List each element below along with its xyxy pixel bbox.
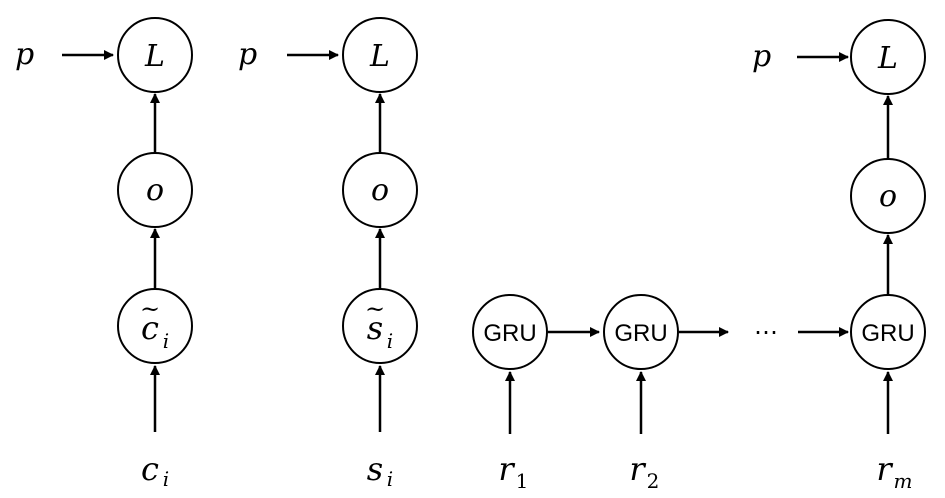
- input-sub-r2: 2: [647, 469, 660, 493]
- loss-node-left: [117, 17, 193, 93]
- loss-node-right: [850, 19, 926, 95]
- input-sub-left: i: [163, 467, 169, 491]
- output-label-left: o: [146, 173, 164, 208]
- hidden-label-left: c: [141, 309, 159, 347]
- output-label-middle: o: [371, 173, 389, 208]
- hidden-node-left: [117, 288, 193, 364]
- loss-node-middle: [342, 17, 418, 93]
- hidden-sub-left: i: [163, 329, 169, 353]
- gru-label-2: GRU: [614, 320, 667, 347]
- output-node-left: [117, 152, 193, 228]
- input-sub-middle: i: [387, 467, 393, 491]
- loss-label-middle: L: [369, 39, 390, 74]
- hidden-sub-middle: i: [387, 329, 393, 353]
- input-label-r2: r: [629, 450, 646, 488]
- hidden-tilde-middle: ~: [365, 295, 385, 323]
- hidden-node-middle: [342, 288, 418, 364]
- loss-label-left: L: [144, 39, 165, 74]
- hidden-label-middle: s: [367, 309, 383, 347]
- p-label-left: p: [15, 37, 34, 72]
- gru-chain: GRU GRU ⋯ GRU o L p r 1 r 2 r m: [472, 19, 926, 493]
- gru-label-m: GRU: [861, 320, 914, 347]
- gru-node-1: [472, 294, 548, 370]
- p-label-right: p: [752, 39, 771, 74]
- input-label-middle: s: [367, 450, 383, 488]
- gru-node-2: [603, 294, 679, 370]
- input-label-rm: r: [876, 450, 893, 488]
- gru-label-1: GRU: [483, 320, 536, 347]
- loss-label-right: L: [877, 41, 898, 76]
- output-label-right: o: [879, 179, 897, 214]
- hidden-tilde-left: ~: [140, 295, 160, 323]
- input-label-r1: r: [498, 450, 515, 488]
- input-label-left: c: [141, 450, 159, 488]
- output-node-middle: [342, 152, 418, 228]
- left-column: p L o c ~ i c i: [15, 17, 193, 491]
- input-sub-r1: 1: [516, 469, 529, 493]
- p-label-middle: p: [238, 37, 257, 72]
- input-sub-rm: m: [894, 469, 913, 493]
- middle-column: p L o s ~ i s i: [238, 17, 418, 491]
- ellipsis: ⋯: [754, 319, 778, 346]
